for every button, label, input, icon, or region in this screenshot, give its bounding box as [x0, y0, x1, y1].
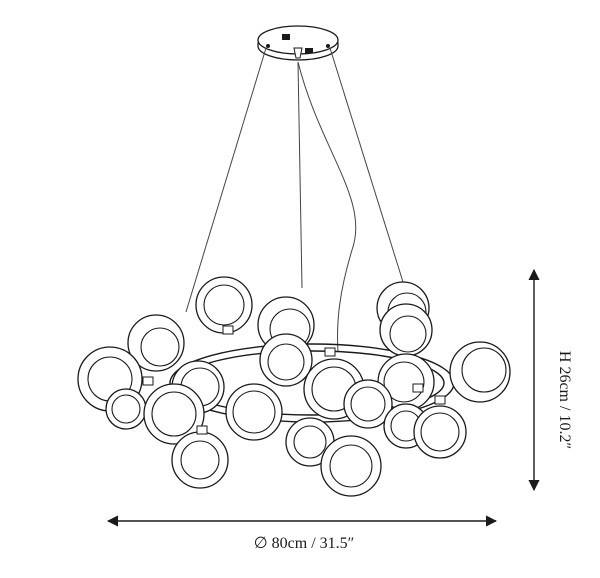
- globe-bulb: [320, 435, 382, 497]
- globe-inner-bulb: [151, 391, 197, 437]
- globe-inner-bulb: [420, 412, 460, 452]
- globe-inner-bulb: [329, 444, 373, 488]
- socket-holder: [142, 376, 154, 386]
- globe-bulb: [449, 341, 511, 403]
- globe-bulb: [259, 333, 313, 387]
- globe-outer: [379, 303, 433, 357]
- globe-inner-bulb: [203, 284, 245, 326]
- globe-outer: [449, 341, 511, 403]
- globe-bulb: [343, 379, 393, 429]
- globe-bulb: [171, 431, 229, 489]
- globe-outer: [143, 383, 205, 445]
- globe-bulb: [105, 388, 147, 430]
- socket-holder: [222, 325, 234, 335]
- globe-inner-bulb: [140, 327, 180, 367]
- globe-bulb: [195, 276, 253, 334]
- globe-inner-bulb: [111, 394, 141, 424]
- globe-bulb: [225, 383, 283, 441]
- height-dimension: H 26cm / 10.2″: [528, 268, 573, 492]
- socket-holder: [434, 395, 446, 405]
- globe-bulb: [127, 314, 185, 372]
- glass-globes: [77, 276, 511, 497]
- globe-bulb: [143, 383, 205, 445]
- suspension-wires: [185, 47, 404, 353]
- globe-inner-bulb: [350, 386, 386, 422]
- globe-inner-bulb: [180, 440, 220, 480]
- height-label: H 26cm / 10.2″: [556, 351, 573, 449]
- globe-outer: [225, 383, 283, 441]
- globe-inner-bulb: [383, 361, 425, 403]
- globe-outer: [259, 333, 313, 387]
- globe-inner-bulb: [232, 390, 276, 434]
- width-dimension: ∅ 80cm / 31.5″: [106, 515, 498, 552]
- socket-holder: [324, 347, 336, 357]
- socket-holder: [196, 425, 208, 435]
- globe-inner-bulb: [267, 343, 305, 381]
- globe-inner-bulb: [389, 315, 427, 353]
- globe-inner-bulb: [461, 347, 507, 393]
- socket-holder: [412, 383, 424, 393]
- globe-bulb: [379, 303, 433, 357]
- globe-bulb: [413, 405, 467, 459]
- ceiling-canopy: [257, 25, 339, 61]
- globe-outer: [171, 431, 229, 489]
- globe-outer: [127, 314, 185, 372]
- globe-inner-bulb: [293, 425, 327, 459]
- globe-outer: [413, 405, 467, 459]
- width-label: ∅ 80cm / 31.5″: [254, 535, 355, 552]
